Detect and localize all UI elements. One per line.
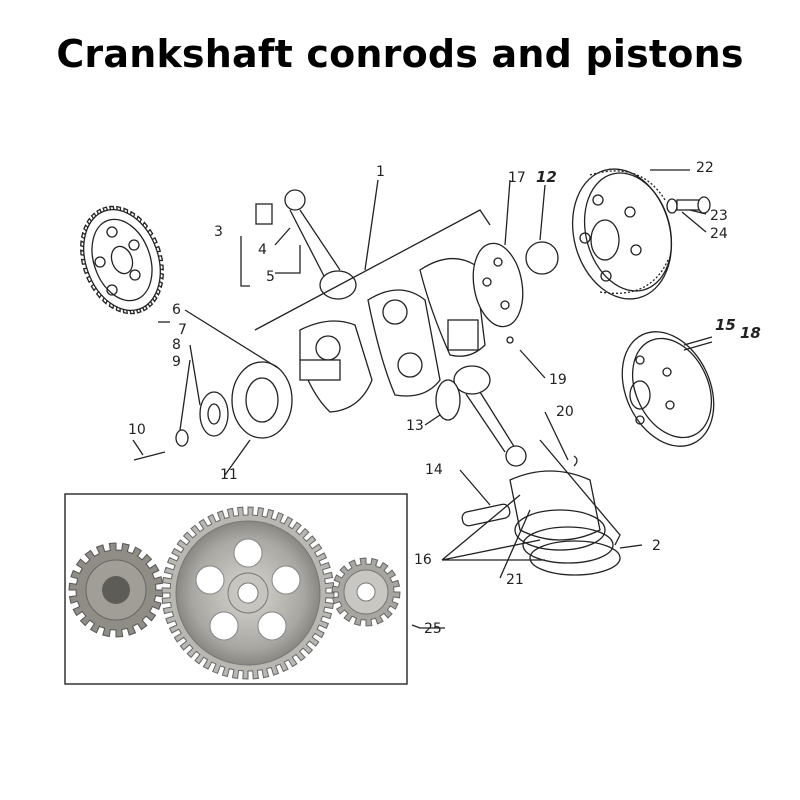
callout-6: 6 — [172, 302, 181, 318]
callout-7: 7 — [178, 322, 187, 338]
crankshaft-drawing — [299, 242, 524, 413]
callout-22: 22 — [696, 160, 714, 176]
callout-17: 17 — [508, 170, 526, 186]
flywheel-drawing — [571, 168, 711, 300]
callout-11: 11 — [220, 467, 238, 483]
callout-leader-lines — [132, 169, 707, 629]
callout-4: 4 — [258, 242, 267, 258]
callout-8: 8 — [172, 337, 181, 353]
callout-20: 20 — [556, 404, 574, 420]
callout-24: 24 — [710, 226, 728, 242]
callout-18: 18 — [740, 324, 761, 342]
callout-9: 9 — [172, 354, 181, 370]
callout-2: 2 — [652, 538, 661, 554]
connecting-rod-bottom-drawing — [435, 365, 527, 467]
assembly-bracket-line — [254, 209, 491, 331]
piston-bracket-line — [539, 439, 621, 546]
piston-drawing — [461, 470, 621, 576]
callout-15: 15 — [715, 316, 736, 334]
callout-21: 21 — [506, 572, 524, 588]
connecting-rod-top-drawing — [255, 189, 357, 300]
piston-pin-clip-drawing — [573, 455, 578, 467]
callout-3: 3 — [214, 224, 223, 240]
page-title: Crankshaft conrods and pistons — [56, 32, 744, 76]
callout-25: 25 — [424, 621, 442, 637]
callout-12: 12 — [536, 168, 557, 186]
callout-23: 23 — [710, 208, 728, 224]
pulley-drawing — [621, 331, 715, 447]
callout-14: 14 — [425, 462, 443, 478]
callout-10: 10 — [128, 422, 146, 438]
circlip-drawing — [525, 241, 559, 275]
camshaft-gear-drawing — [80, 205, 164, 315]
timing-gear-drawing — [133, 361, 293, 461]
callout-1: 1 — [376, 164, 385, 180]
callout-labels: 1 2 3 4 5 6 7 8 9 10 11 12 13 14 15 16 1… — [128, 160, 761, 637]
callout-19: 19 — [549, 372, 567, 388]
dowel-pin-drawing — [506, 336, 514, 344]
gear-set-photo — [64, 493, 408, 685]
callout-16: 16 — [414, 552, 432, 568]
callout-13: 13 — [406, 418, 424, 434]
callout-5: 5 — [266, 269, 275, 285]
